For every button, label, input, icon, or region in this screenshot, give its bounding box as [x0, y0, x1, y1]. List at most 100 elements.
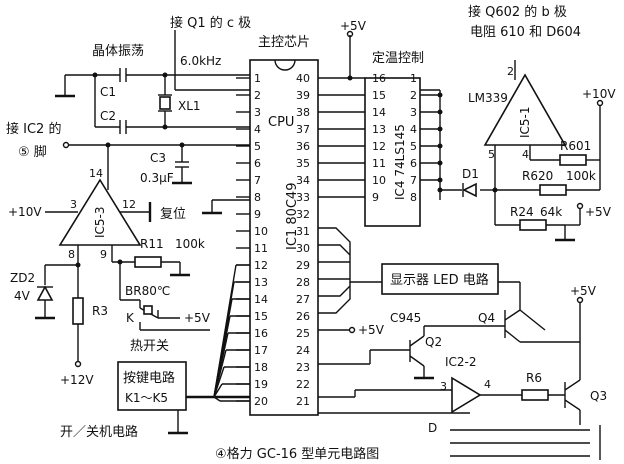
lm339-pin2: 2 — [507, 65, 514, 78]
ic1-pin-right: 37 — [296, 123, 310, 136]
ic4-pin-right: 1 — [410, 72, 417, 85]
crystal-oscillator: C1 C2 XL1 — [55, 68, 250, 134]
ic4-pin-right: 7 — [410, 174, 417, 187]
label-plus5v-switch: +5V — [184, 311, 211, 325]
ic1-pin-left: 19 — [254, 378, 268, 391]
ic1-pin-right: 36 — [296, 140, 310, 153]
ic1-pin-left: 4 — [254, 123, 261, 136]
ic1-pin-left: 8 — [254, 191, 261, 204]
ic1-pin-left: 12 — [254, 259, 268, 272]
ic1-pin-right: 24 — [296, 344, 310, 357]
keypad-bus — [213, 264, 250, 402]
label-crystal-osc: 晶体振荡 — [92, 44, 144, 59]
keypad-circuit-box: 按键电路 K1～K5 — [117, 361, 187, 411]
ic4-pin-right: 8 — [410, 191, 417, 204]
ic4-pin-left: 9 — [372, 191, 379, 204]
ic5-3-comparator: IC5-3 14 3 12 8 9 — [58, 167, 142, 261]
ic2-2-label: IC2-2 — [445, 355, 477, 369]
ic1-pin-right: 29 — [296, 259, 310, 272]
ic4-pin-left: 12 — [372, 140, 386, 153]
lm339-pin5: 5 — [488, 148, 495, 161]
ic1-pin-left: 3 — [254, 106, 261, 119]
ic1-pin-left: 10 — [254, 225, 268, 238]
lm339-pin4: 4 — [522, 148, 529, 161]
label-plus5v-pin26: +5V — [358, 323, 385, 337]
ic5-3-pin8: 8 — [68, 248, 75, 261]
ic1-pin-right: 34 — [296, 174, 310, 187]
keypad-keys: K1～K5 — [125, 391, 168, 405]
capacitor-c3: C3 0.3μF — [140, 145, 192, 185]
display-led-box: 显示器 LED 电路 — [381, 263, 499, 295]
lm339-label: LM339 — [468, 91, 508, 105]
r11-value: 100k — [175, 237, 205, 251]
q2-label: Q2 — [425, 335, 442, 349]
label-temp-control: 定温控制 — [372, 51, 424, 66]
ic1-pin-right: 38 — [296, 106, 310, 119]
resistor-r3: R3 — [72, 265, 108, 368]
ic4-part-label: IC4 74LS145 — [393, 124, 407, 200]
d1-label: D1 — [462, 167, 479, 181]
ic4-pin-right: 6 — [410, 157, 417, 170]
label-frequency: 6.0kHz — [180, 54, 221, 68]
ic5-3-pin14: 14 — [89, 167, 103, 180]
r24-value: 64k — [540, 205, 562, 219]
label-r610-d604: 电阻 610 和 D604 — [470, 25, 581, 40]
r6-label: R6 — [526, 371, 542, 385]
r620-value: 100k — [566, 169, 596, 183]
label-d: D — [428, 421, 437, 435]
keypad-label: 按键电路 — [123, 370, 175, 386]
ic1-pin-right: 28 — [296, 276, 310, 289]
ic1-pin-right: 22 — [296, 378, 310, 391]
ic5-3-pin12: 12 — [122, 198, 136, 211]
label-ic2-pin5-line1: 接 IC2 的 — [6, 121, 61, 137]
r620-label: R620 — [522, 169, 553, 183]
r3-label: R3 — [92, 304, 108, 318]
ic2-2-pin3: 3 — [440, 380, 447, 393]
label-plus12v: +12V — [60, 373, 94, 387]
ic1-pin-right: 35 — [296, 157, 310, 170]
ic4-pin-left: 15 — [372, 89, 386, 102]
label-plus5v-top: +5V — [340, 19, 367, 33]
ic1-pin-left: 9 — [254, 208, 261, 221]
label-plus10v-left: +10V — [8, 205, 42, 219]
ic1-pin-right: 32 — [296, 208, 310, 221]
transistor-q3: Q3 — [564, 379, 607, 425]
ic4-pin-right: 4 — [410, 123, 417, 136]
ic4-pin-left: 13 — [372, 123, 386, 136]
ic1-pin-left: 15 — [254, 310, 268, 323]
ic1-pin-right: 26 — [296, 310, 310, 323]
label-plus5v-right: +5V — [570, 284, 597, 298]
ic1-pin-right: 31 — [296, 225, 310, 238]
ic1-80c49: CPU IC1 80C49 — [249, 59, 319, 416]
c2-label: C2 — [100, 109, 116, 123]
ic1-pin-left: 6 — [254, 157, 261, 170]
ic1-pin-right: 25 — [296, 327, 310, 340]
ic1-pin-right: 33 — [296, 191, 310, 204]
ic1-pin-left: 11 — [254, 242, 268, 255]
r11-label: R11 — [140, 237, 164, 251]
ic1-pin-left: 14 — [254, 293, 268, 306]
ic1-pin-left: 2 — [254, 89, 261, 102]
ic1-pin-numbers: 1234567891011121314151617181920403938373… — [236, 72, 310, 408]
ic4-pin-right: 2 — [410, 89, 417, 102]
diode-d1: D1 — [437, 167, 498, 198]
ic1-part-label: IC1 80C49 — [285, 183, 300, 250]
ic1-pin-left: 5 — [254, 140, 261, 153]
display-led-label: 显示器 LED 电路 — [390, 272, 489, 288]
label-br80: BR80℃ — [125, 284, 170, 298]
r601-label: R601 — [560, 139, 591, 153]
ic1-pin-right: 39 — [296, 89, 310, 102]
ic1-pin-left: 17 — [254, 344, 268, 357]
xl1-label: XL1 — [178, 99, 201, 113]
lm339-ic5-1: LM339 IC5-1 2 4 5 — [468, 65, 567, 161]
ic1-pin-right: 23 — [296, 361, 310, 374]
transistor-q2: C945 Q2 — [318, 311, 505, 380]
c945-label: C945 — [390, 311, 421, 325]
ic1-pin-left: 7 — [254, 174, 261, 187]
figure-caption: ④格力 GC-16 型单元电路图 — [215, 446, 379, 462]
ic1-pin-right: 40 — [296, 72, 310, 85]
label-ic2-pin5-line2: ⑤ 脚 — [18, 144, 47, 160]
ic1-pin-right: 27 — [296, 293, 310, 306]
c3-label: C3 — [150, 151, 166, 165]
